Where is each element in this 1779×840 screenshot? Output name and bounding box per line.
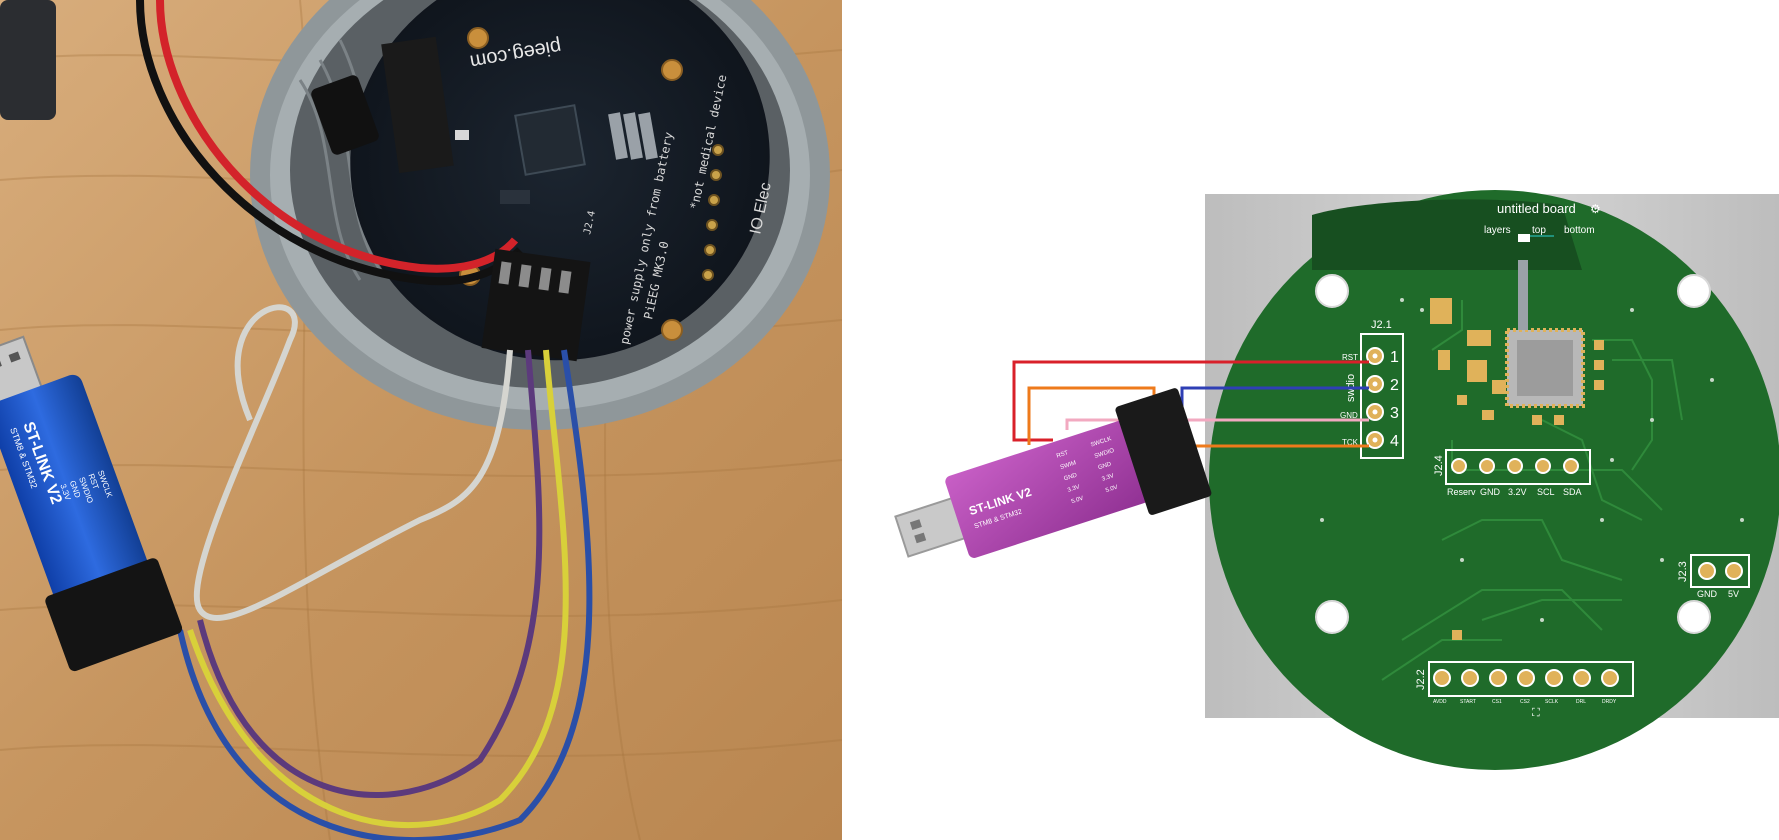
pcb-components bbox=[455, 104, 658, 204]
j23-outline bbox=[1690, 554, 1750, 588]
battery-wire-red bbox=[156, 0, 519, 273]
j23-label: J2.3 bbox=[1677, 561, 1689, 582]
j23-pin-5v: 5V bbox=[1728, 589, 1739, 599]
wire-blue bbox=[177, 349, 593, 840]
connector-j24: J2.4 Reserv GND 3.2V SCL SDA bbox=[1433, 449, 1591, 497]
board-settings-icon[interactable]: ⚙ bbox=[1590, 202, 1601, 216]
j24-pin-sda: SDA bbox=[1563, 487, 1582, 497]
wire-swclk bbox=[1027, 386, 1369, 448]
j24-outline bbox=[1445, 449, 1591, 485]
j21-signal-gnd: GND bbox=[1340, 411, 1358, 420]
board-main-chip bbox=[1505, 328, 1585, 408]
board-mount-holes bbox=[1315, 274, 1711, 634]
j24-label: J2.4 bbox=[1433, 455, 1445, 476]
j22-outline bbox=[1428, 661, 1634, 697]
stlink-photo: ST-LINK V2 STM8 & STM32 RST SWDIO GND SW… bbox=[0, 335, 183, 672]
hardware-photo: pieeg.com *not medical device power supp… bbox=[0, 0, 842, 840]
j24-pin-32v: 3.2V bbox=[1508, 487, 1527, 497]
j21-label: J2.1 bbox=[1371, 319, 1392, 331]
view-bottom-toggle[interactable]: bottom bbox=[1564, 225, 1595, 236]
j23-pin-gnd: GND bbox=[1697, 589, 1718, 599]
j22-pin-start: START bbox=[1460, 699, 1476, 705]
wiring-diagram: untitled board ⚙ layers top bottom J2.1 … bbox=[842, 0, 1779, 840]
j21-pin-4: 4 bbox=[1390, 433, 1399, 450]
j24-pin-gnd: GND bbox=[1480, 487, 1501, 497]
j22-pin-avdd: AVDD bbox=[1433, 699, 1447, 705]
j21-outline bbox=[1360, 333, 1404, 459]
wire-yellow bbox=[187, 349, 569, 828]
connector-j21: J2.1 1 2 3 4 RST swdio GND TCK bbox=[1340, 319, 1404, 459]
j24-pin-scl: SCL bbox=[1537, 487, 1555, 497]
stlink-adapter-connector bbox=[1115, 388, 1212, 515]
j22-pin-cs1: CS1 bbox=[1492, 699, 1502, 705]
stlink-pin-left-5: 5.0V bbox=[1071, 496, 1085, 506]
j21-pin-2: 2 bbox=[1390, 377, 1399, 394]
board-small-components bbox=[1430, 298, 1604, 640]
wiring-diagram-svg: untitled board ⚙ layers top bottom J2.1 … bbox=[894, 190, 1779, 770]
battery-wire-black bbox=[136, 0, 523, 286]
j24-pads bbox=[1451, 458, 1579, 474]
photo-scene: pieeg.com *not medical device power supp… bbox=[0, 0, 842, 840]
j21-signal-tck: TCK bbox=[1342, 438, 1359, 447]
stlink-photo-body bbox=[0, 374, 148, 601]
connector-j23: J2.3 GND 5V bbox=[1677, 554, 1750, 599]
fullscreen-icon[interactable]: ⛶ bbox=[1532, 707, 1540, 719]
dark-object bbox=[0, 0, 56, 120]
dupont-pins bbox=[498, 261, 572, 294]
stlink-pin-right-3: GND bbox=[1098, 461, 1113, 471]
stlink-pin-right-4: 3.3V bbox=[1101, 473, 1115, 483]
wire-gnd bbox=[1065, 418, 1369, 430]
j22-pads bbox=[1433, 669, 1619, 687]
pcb-header-left bbox=[381, 36, 454, 174]
pcb-pads bbox=[702, 144, 724, 281]
stlink-adapter: ST-LINK V2 STM8 & STM32 RST SWIM GND 3.3… bbox=[894, 388, 1212, 558]
view-layers-label[interactable]: layers bbox=[1484, 225, 1511, 236]
stlink-pin-left-1: RST bbox=[1056, 450, 1070, 460]
stlink-pin-left-2: SWIM bbox=[1060, 460, 1077, 471]
wire-rst bbox=[1012, 360, 1369, 442]
connector-j22: J2.2 AVDD START CS1 CS2 SCLK DRL DRDY bbox=[1415, 661, 1634, 705]
stlink-adapter-body bbox=[945, 417, 1159, 558]
j22-label: J2.2 bbox=[1415, 669, 1427, 690]
view-top-toggle[interactable]: top bbox=[1532, 225, 1546, 236]
j21-signal-rst: RST bbox=[1342, 353, 1358, 362]
board-top-area bbox=[1312, 199, 1582, 270]
j23-pads bbox=[1698, 562, 1743, 580]
j22-pin-cs2: CS2 bbox=[1520, 699, 1530, 705]
stlink-photo-connector bbox=[45, 558, 183, 672]
battery-connector bbox=[311, 75, 379, 155]
stlink-pin-right-5: 5.0V bbox=[1105, 485, 1119, 495]
view-toggle-thumb[interactable] bbox=[1518, 234, 1530, 242]
dupont-header bbox=[481, 248, 591, 362]
wire-purple bbox=[197, 349, 543, 798]
board-vias bbox=[1320, 298, 1744, 622]
board-title: untitled board bbox=[1497, 201, 1576, 216]
pcb-connector-label: J2.4 bbox=[582, 210, 598, 236]
j22-pin-drdy: DRDY bbox=[1602, 699, 1617, 705]
j21-pad-holes bbox=[1372, 353, 1378, 443]
wire-grey bbox=[193, 304, 513, 621]
board-antenna-feed bbox=[1518, 260, 1528, 330]
stlink-pin-left-3: GND bbox=[1063, 472, 1078, 482]
j21-pin-1: 1 bbox=[1390, 349, 1399, 366]
stlink-pin-left-4: 3.3V bbox=[1067, 484, 1081, 494]
j22-pin-drl: DRL bbox=[1576, 699, 1586, 705]
board-pcb bbox=[1209, 190, 1779, 770]
j22-pin-sclk: SCLK bbox=[1545, 699, 1559, 705]
j21-pin-3: 3 bbox=[1390, 405, 1399, 422]
board-traces bbox=[1381, 300, 1683, 681]
j24-pin-reserv: Reserv bbox=[1447, 487, 1476, 497]
